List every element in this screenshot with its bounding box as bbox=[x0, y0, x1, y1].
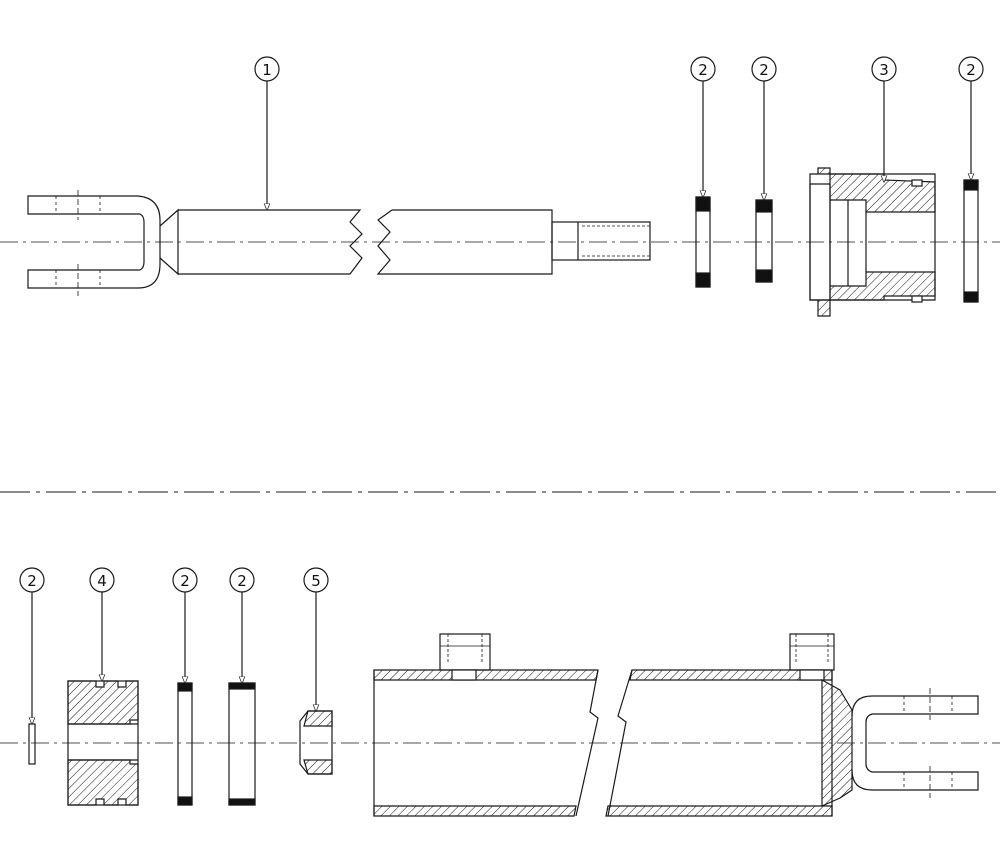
callout-label-rod: 1 bbox=[262, 61, 272, 79]
callout-label-gland-oring: 2 bbox=[966, 61, 976, 79]
callout-label-piston-seal-a: 2 bbox=[180, 572, 190, 590]
callout-label-piston: 4 bbox=[97, 572, 107, 590]
callout-rod-seal-b bbox=[751, 56, 777, 200]
piston-rod bbox=[27, 190, 651, 296]
callout-label-piston-backup: 2 bbox=[27, 572, 37, 590]
nut bbox=[299, 710, 333, 775]
callout-piston-backup bbox=[19, 567, 45, 724]
gland bbox=[809, 167, 936, 317]
callout-rod bbox=[254, 56, 280, 210]
callout-nut bbox=[303, 567, 329, 711]
piston bbox=[67, 680, 139, 806]
callout-piston bbox=[89, 567, 115, 681]
callout-label-gland: 3 bbox=[879, 61, 889, 79]
callout-label-nut: 5 bbox=[311, 572, 321, 590]
piston-backup-ring bbox=[28, 723, 36, 765]
callout-piston-seal-a bbox=[172, 567, 198, 683]
callout-gland-oring bbox=[958, 56, 984, 180]
gland-oring bbox=[963, 179, 979, 303]
rod-seal-b bbox=[755, 199, 773, 283]
callout-label-piston-seal-b: 2 bbox=[237, 572, 247, 590]
piston-seal-a bbox=[177, 682, 193, 806]
callout-piston-seal-b bbox=[229, 567, 255, 683]
callout-label-rod-seal-a: 2 bbox=[698, 61, 708, 79]
cylinder-barrel bbox=[373, 633, 979, 817]
callout-rod-seal-a bbox=[690, 56, 716, 197]
piston-seal-b bbox=[228, 682, 256, 806]
callout-gland bbox=[871, 56, 897, 182]
callout-label-rod-seal-b: 2 bbox=[759, 61, 769, 79]
